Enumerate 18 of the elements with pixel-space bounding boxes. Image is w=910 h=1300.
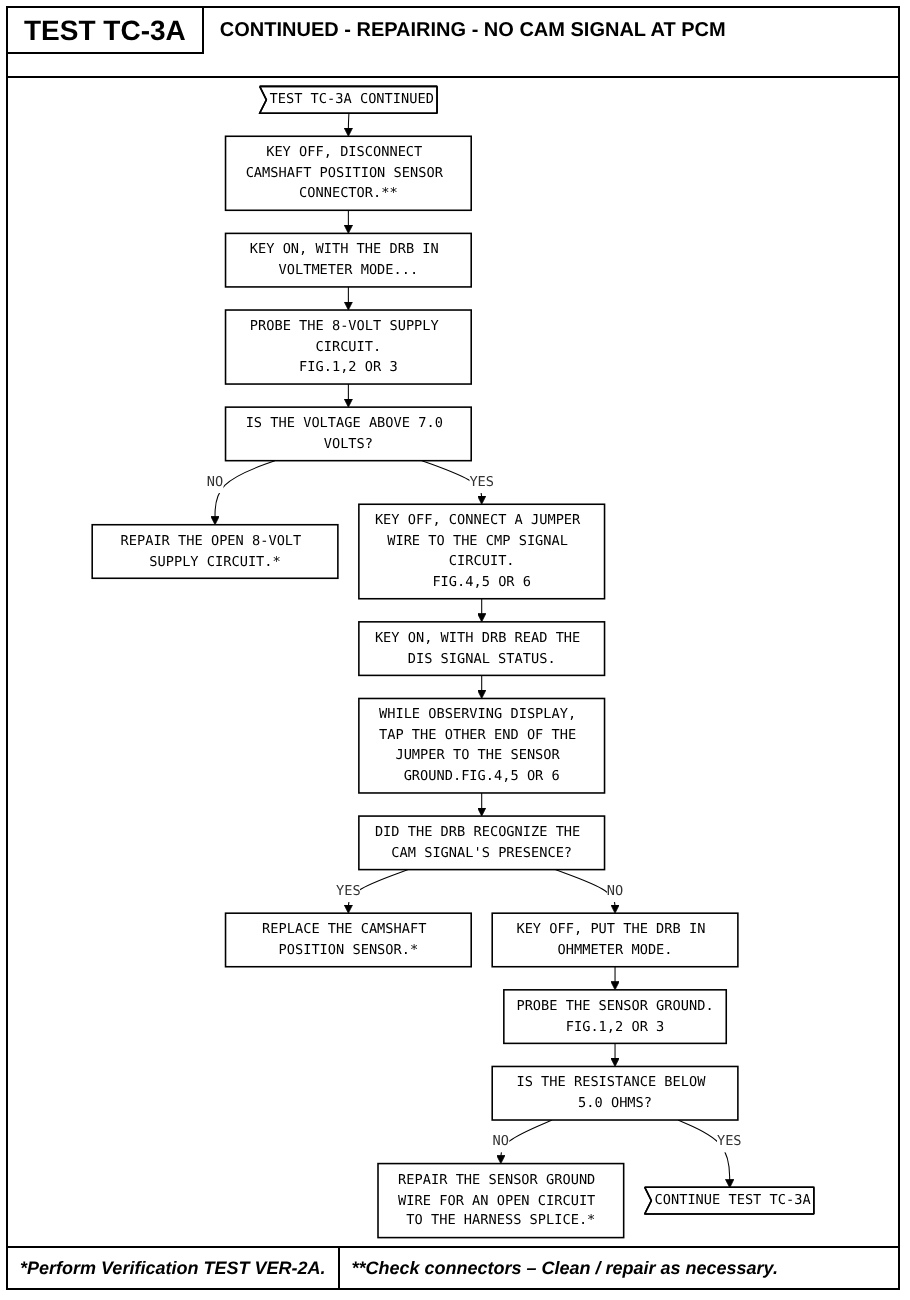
arrow <box>421 460 487 505</box>
arrow <box>477 792 487 817</box>
title: TEST TC-3A <box>8 8 204 54</box>
arrow <box>343 113 353 137</box>
arrow <box>610 966 620 991</box>
arrow <box>677 1119 735 1189</box>
arrow <box>610 1042 620 1067</box>
arrow <box>343 286 353 311</box>
arrow <box>477 598 487 623</box>
footnote: *Perform Verification TEST VER-2A. <box>8 1248 340 1288</box>
arrow <box>343 383 353 408</box>
arrow <box>343 869 409 914</box>
footnote: **Check connectors – Clean / repair as necessary. <box>349 1256 780 1282</box>
arrow <box>554 869 620 914</box>
arrow <box>210 460 276 526</box>
arrow <box>477 674 487 699</box>
subtitle: CONTINUED - REPAIRING - NO CAM SIGNAL AT PCM <box>217 18 728 46</box>
arrow <box>343 209 353 234</box>
